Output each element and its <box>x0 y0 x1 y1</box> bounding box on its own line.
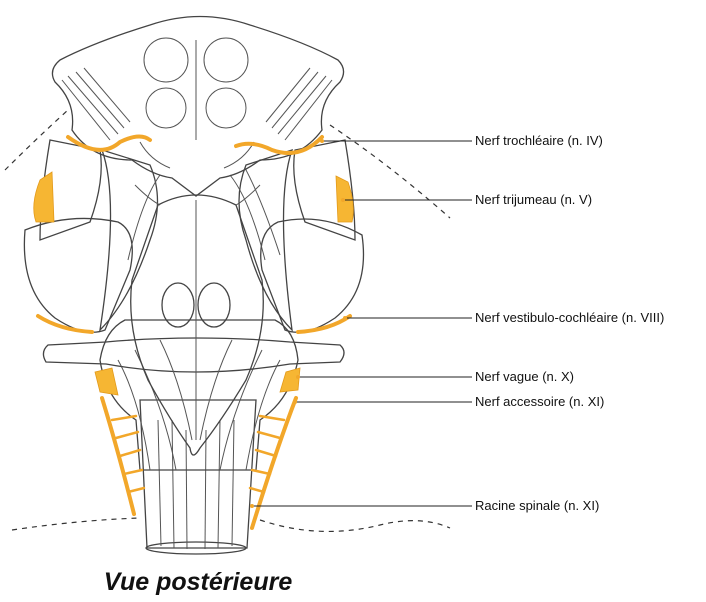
skull-outline-dashed <box>4 109 451 533</box>
lateral-recess <box>42 337 345 373</box>
midbrain-tectum <box>51 15 345 197</box>
label-trochlear: Nerf trochléaire (n. IV) <box>475 133 603 148</box>
cerebellar-peduncles <box>23 217 365 333</box>
spinal-cord <box>139 399 257 555</box>
leader-lines <box>250 139 472 508</box>
label-vestibulo-cochlear: Nerf vestibulo-cochléaire (n. VIII) <box>475 310 664 325</box>
trochlear-nerve <box>66 134 152 152</box>
label-vagus: Nerf vague (n. X) <box>475 369 574 384</box>
accessory-nerve <box>100 396 136 516</box>
medulla-oblongata <box>99 319 299 471</box>
label-spinal-root: Racine spinale (n. XI) <box>475 498 599 513</box>
trochlear-nerve <box>234 135 324 155</box>
vestibulo-cochlear-nerve <box>36 314 94 334</box>
label-accessory: Nerf accessoire (n. XI) <box>475 394 604 409</box>
trigeminal-nerve <box>33 171 55 223</box>
pons-lateral <box>39 139 356 332</box>
diagram-caption: Vue postérieure <box>104 568 293 596</box>
fourth-ventricle-floor <box>130 194 264 456</box>
label-trigeminal: Nerf trijumeau (n. V) <box>475 192 592 207</box>
vagus-nerve <box>94 367 119 396</box>
vagus-nerve <box>279 367 301 393</box>
